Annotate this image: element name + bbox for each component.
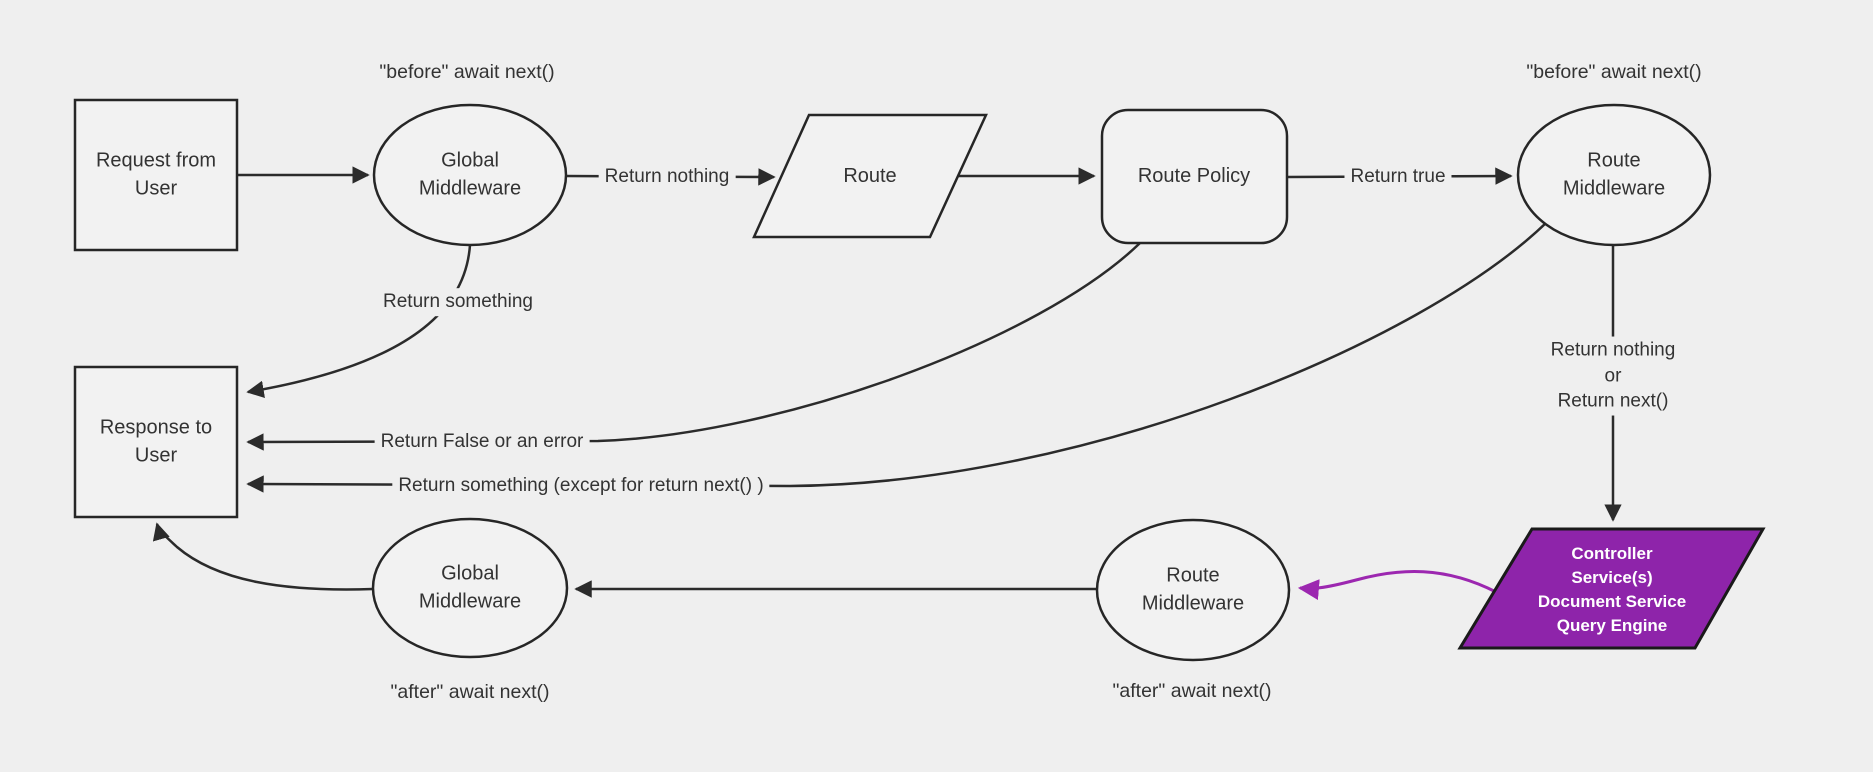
edge-label-return-something: Return something	[377, 288, 539, 316]
node-label-controller: Controller Service(s) Document Service Q…	[1537, 543, 1687, 636]
edge-label-return-something-except: Return something (except for return next…	[392, 472, 770, 500]
node-label-route-middleware-bottom: Route Middleware	[1141, 564, 1245, 615]
node-global-middleware-bottom-ellipse	[371, 517, 569, 659]
annotation-before-await-next-route: "before" await next()	[1526, 60, 1702, 83]
edge-label-return-true: Return true	[1344, 163, 1452, 191]
node-label-response: Response to User	[99, 416, 213, 467]
node-route-middleware-bottom-ellipse	[1095, 518, 1291, 662]
node-label-route-middleware-top: Route Middleware	[1562, 149, 1666, 200]
annotation-after-await-next-route: "after" await next()	[1112, 679, 1272, 702]
edge-global-middleware-bottom-to-response	[152, 522, 374, 591]
node-route-parallelogram	[752, 113, 988, 239]
edge-route-middleware-to-response	[246, 221, 1548, 493]
edge-label-return-false-or-error: Return False or an error	[374, 428, 590, 456]
node-route-policy-box	[1100, 108, 1289, 245]
node-label-route-policy: Route Policy	[1137, 164, 1251, 187]
node-label-global-middleware-top: Global Middleware	[418, 149, 522, 200]
node-label-route: Route	[843, 164, 897, 187]
annotation-after-await-next-global: "after" await next()	[390, 680, 550, 703]
node-controller-parallelogram	[1457, 527, 1766, 650]
node-label-request: Request from User	[95, 149, 217, 200]
node-label-global-middleware-bottom: Global Middleware	[418, 562, 522, 613]
edge-route-policy-to-response	[246, 242, 1141, 451]
edge-label-return-nothing-or-next: Return nothing or Return next()	[1544, 336, 1682, 416]
node-request-box	[73, 98, 239, 252]
node-route-middleware-top-ellipse	[1516, 103, 1712, 247]
annotation-before-await-next-global: "before" await next()	[379, 60, 555, 83]
edge-global-middleware-to-response	[246, 244, 472, 398]
edge-label-return-nothing: Return nothing	[598, 163, 736, 191]
edge-controller-to-route-middleware-bottom	[1297, 570, 1497, 601]
node-global-middleware-top-ellipse	[372, 103, 568, 247]
node-response-box	[73, 365, 239, 519]
